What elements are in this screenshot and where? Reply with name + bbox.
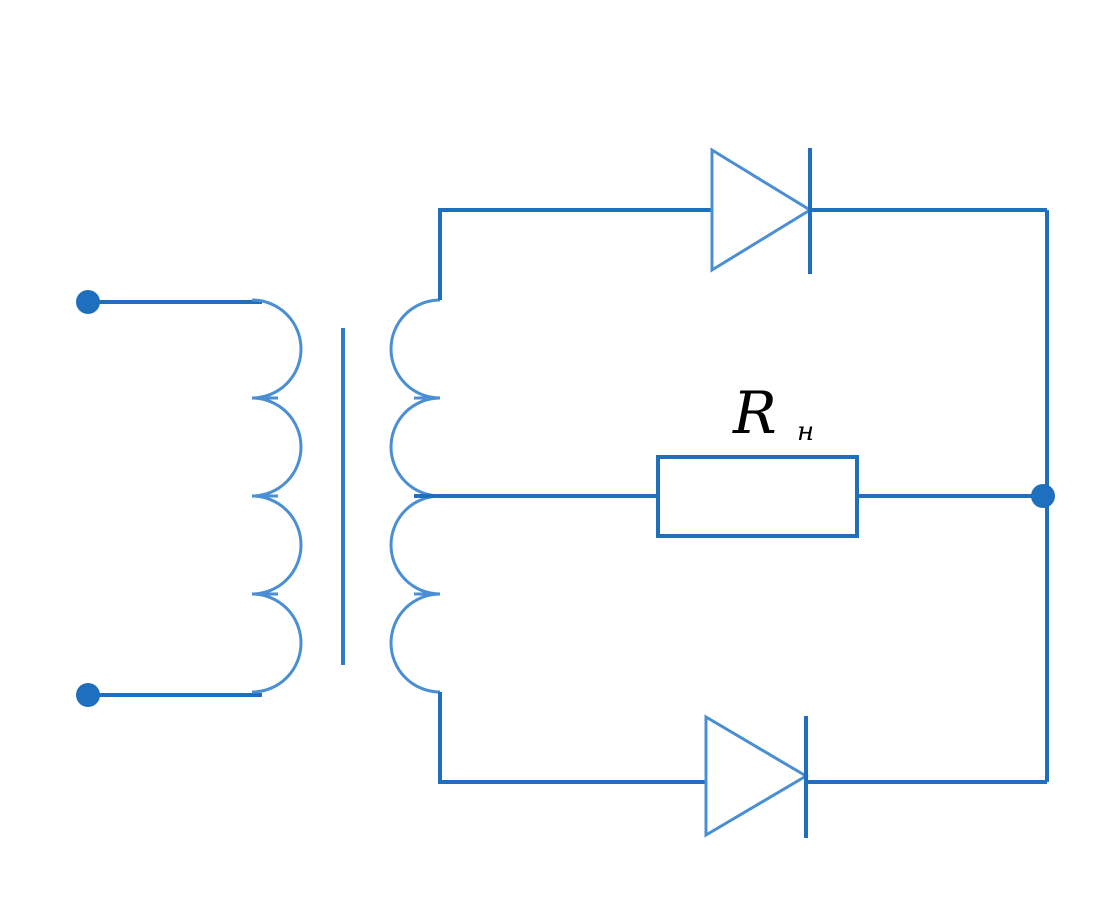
input-terminal-bottom <box>76 683 100 707</box>
secondary-top-lead <box>438 208 712 300</box>
resistor-label: R <box>732 379 777 447</box>
load-resistor <box>656 455 859 538</box>
resistor-label-subscript: н <box>797 417 814 447</box>
bus-node <box>1031 484 1055 508</box>
diode-top <box>710 147 813 273</box>
secondary-bottom-lead <box>438 692 706 784</box>
input-terminal-top <box>76 290 100 314</box>
diode-bottom <box>704 714 809 838</box>
